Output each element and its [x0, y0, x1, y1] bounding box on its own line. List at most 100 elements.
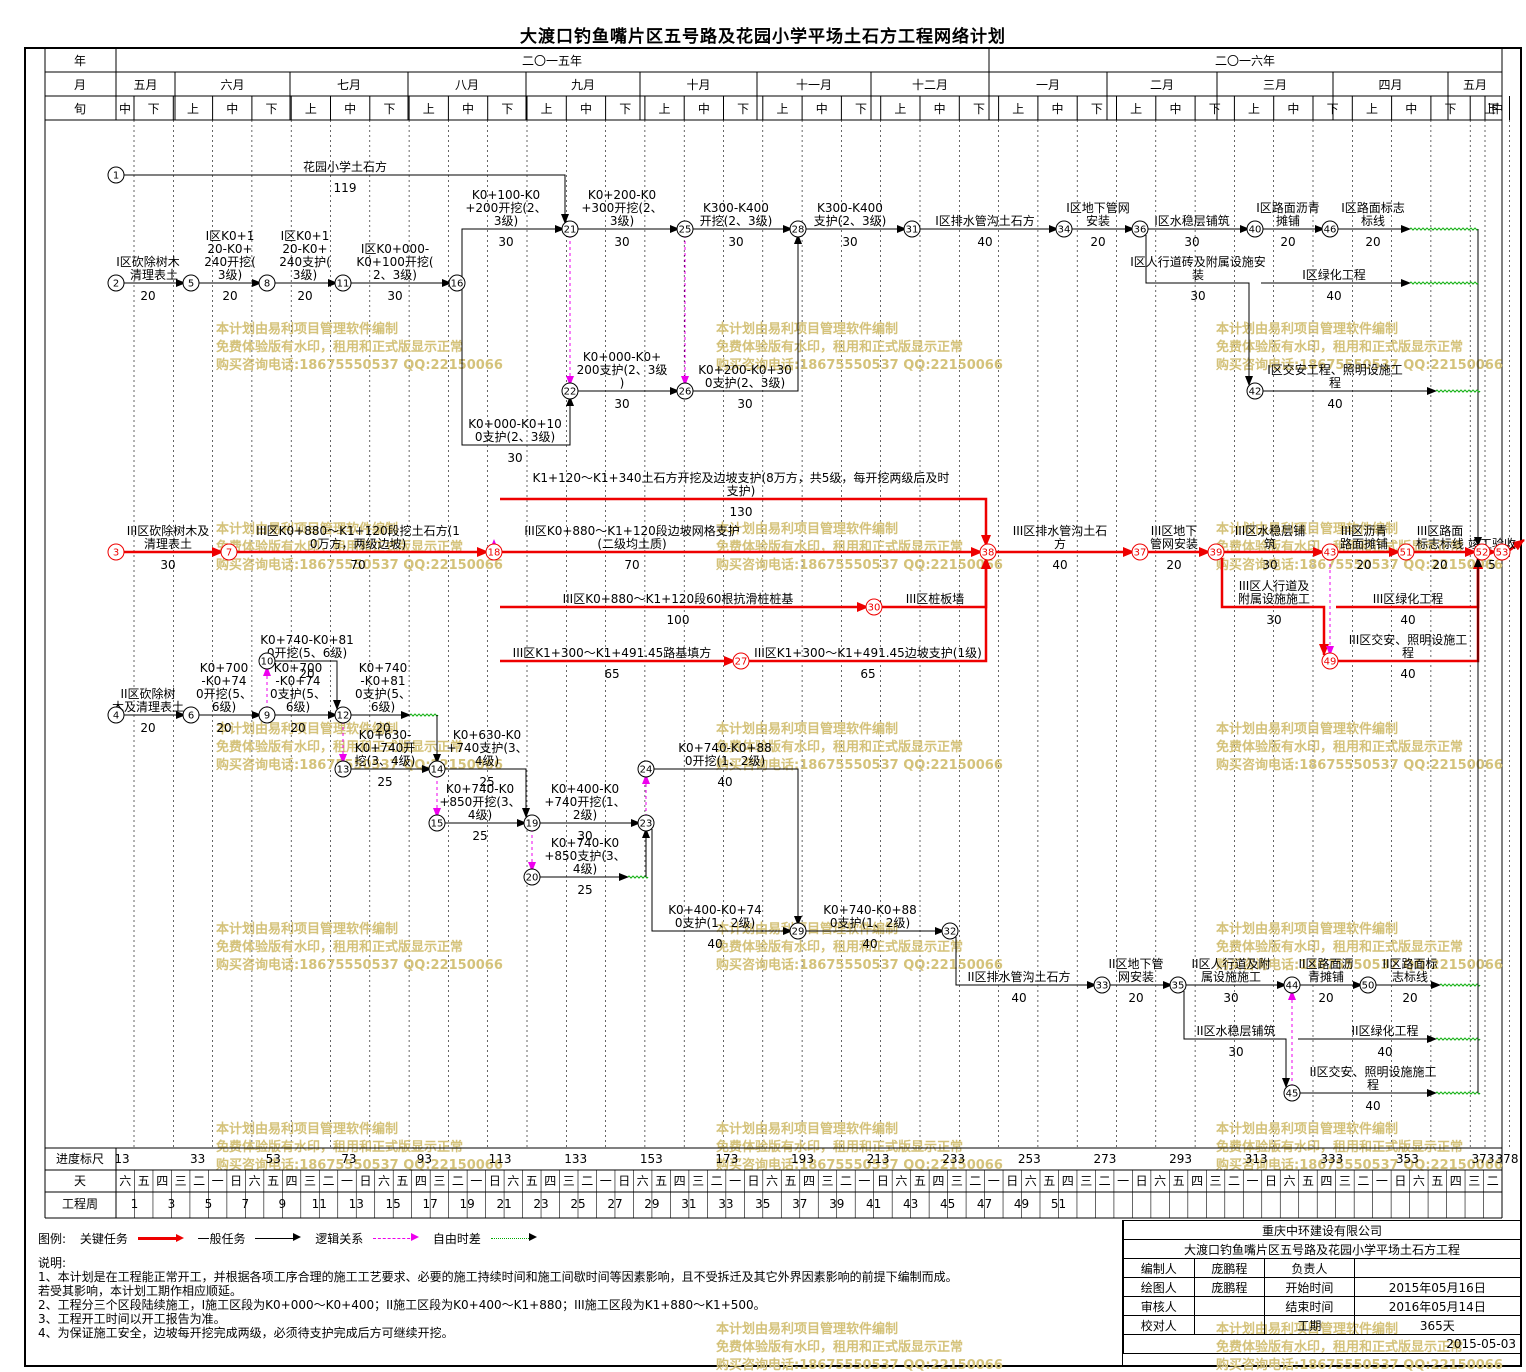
task-duration: 20 — [1128, 991, 1143, 1005]
day-label: 三 — [951, 1174, 963, 1188]
day-label: 四 — [1062, 1174, 1074, 1188]
xun-label: 下 — [1327, 102, 1339, 116]
task-label: II区砍除树 — [120, 686, 175, 701]
legend-critical-line — [137, 1234, 184, 1242]
xun-label: 上 — [776, 102, 788, 116]
issue-date: 2015-05-03 — [1123, 1334, 1521, 1354]
xun-label: 上 — [541, 102, 553, 116]
event-node — [485, 543, 503, 561]
task-duration: 20 — [1402, 991, 1417, 1005]
task-duration: 40 — [717, 775, 732, 789]
day-label: 日 — [748, 1174, 760, 1188]
event-node-number: 44 — [1286, 981, 1299, 992]
week-label: 41 — [866, 1197, 881, 1211]
xun-label: 下 — [1445, 102, 1457, 116]
event-node-number: 20 — [526, 873, 539, 884]
float-wave — [1435, 389, 1481, 393]
task-label: I区K0+1 — [206, 229, 255, 243]
timescale-grid — [133, 120, 1510, 1148]
watermark-line: 免费体验版有水印，租用和正式版显示正常 — [716, 739, 963, 755]
watermark-line: 本计划由易利项目管理软件编制 — [216, 321, 398, 337]
progress-tick: 53 — [266, 1152, 281, 1166]
task-label: III区K0+880～K1+120段60根抗滑桩桩基 — [563, 591, 794, 606]
float-wave — [1435, 1091, 1481, 1095]
watermark-line: 本计划由易利项目管理软件编制 — [1216, 521, 1398, 537]
watermark-line: 购买咨询电话:18675550537 QQ:22150066 — [216, 357, 503, 373]
task-label: K0+630-K0 — [453, 728, 521, 742]
day-label: 三 — [175, 1174, 187, 1188]
event-node-number: 52 — [1476, 548, 1489, 559]
task-label: III区绿化工程 — [1373, 591, 1444, 606]
event-node — [1207, 543, 1225, 561]
event-node — [1397, 543, 1415, 561]
event-node-number: 30 — [868, 603, 881, 614]
legend-normal-label: 一般任务 — [197, 1232, 246, 1246]
event-node — [1493, 543, 1511, 561]
week-label: 39 — [829, 1197, 844, 1211]
watermark-line: 免费体验版有水印，租用和正式版显示正常 — [1216, 339, 1463, 355]
task-duration: 20 — [1280, 235, 1295, 249]
day-label: 日 — [230, 1174, 242, 1188]
task-label: 3级) — [494, 214, 518, 228]
event-node — [523, 868, 541, 886]
task-label: 安装 — [1086, 213, 1110, 228]
task-label: K0+740开 — [355, 741, 415, 755]
day-label: 四 — [415, 1174, 427, 1188]
activity-arrow — [955, 937, 1097, 989]
task-label: III区排水管沟土石 — [1013, 523, 1108, 538]
task-duration: 30 — [160, 558, 175, 572]
task-label: 0开挖(5、6级) — [267, 645, 347, 660]
task-duration: 20 — [297, 289, 312, 303]
activity-arrow — [500, 497, 991, 547]
event-node-number: 37 — [1134, 548, 1147, 559]
watermark-line: 购买咨询电话:18675550537 QQ:22150066 — [716, 1357, 1003, 1372]
event-node-number: 49 — [1324, 657, 1337, 668]
event-node-number: 51 — [1400, 548, 1413, 559]
legend-critical-label: 关键任务 — [79, 1232, 128, 1246]
task-label: 花园小学土石方 — [303, 159, 387, 174]
day-label: 五 — [138, 1174, 150, 1188]
task-duration: 40 — [862, 937, 877, 951]
day-label: 三 — [433, 1174, 445, 1188]
day-label: 二 — [452, 1174, 464, 1188]
progress-tick: 153 — [640, 1152, 663, 1166]
task-label: 0支护(2、3级) — [705, 376, 785, 390]
xun-label: 上 — [187, 102, 199, 116]
event-node-number: 4 — [113, 711, 119, 722]
day-label: 日 — [1136, 1174, 1148, 1188]
watermark-line: 免费体验版有水印，租用和正式版显示正常 — [216, 339, 463, 355]
notes-heading: 说明: — [38, 1256, 67, 1270]
day-label: 五 — [1173, 1174, 1185, 1188]
day-label: 一 — [341, 1174, 353, 1188]
task-label: 240开挖( — [204, 254, 256, 269]
task-label: (二级均土质) — [597, 537, 666, 551]
week-label: 19 — [459, 1197, 474, 1211]
task-label: 20-K0+ — [282, 242, 327, 256]
legend-logic-line — [373, 1233, 420, 1241]
event-node-number: 26 — [679, 387, 692, 398]
task-label: I区K0+1 — [281, 229, 330, 243]
legend-normal-line — [255, 1233, 302, 1241]
task-label: II区交安、照明设施施工 — [1309, 1064, 1436, 1079]
day-label: 二 — [711, 1174, 723, 1188]
task-duration: 30 — [1190, 289, 1205, 303]
month-label: 一月 — [1036, 78, 1060, 92]
day-label: 一 — [212, 1174, 224, 1188]
task-label: 程 — [1367, 1077, 1379, 1092]
week-label: 35 — [755, 1197, 770, 1211]
task-duration: 30 — [1228, 1045, 1243, 1059]
progress-tick: 273 — [1093, 1152, 1116, 1166]
progress-tick: 13 — [114, 1152, 129, 1166]
task-duration: 40 — [1011, 991, 1026, 1005]
task-label: 属设施施工 — [1201, 970, 1261, 984]
watermark-line: 本计划由易利项目管理软件编制 — [716, 921, 898, 937]
day-label: 二 — [193, 1174, 205, 1188]
task-duration: 40 — [1400, 667, 1415, 681]
task-duration: 30 — [507, 451, 522, 465]
week-label: 51 — [1051, 1197, 1066, 1211]
day-label: 五 — [914, 1174, 926, 1188]
progress-tick: 293 — [1169, 1152, 1192, 1166]
info-cell — [1353, 1258, 1522, 1278]
event-node — [1169, 976, 1187, 994]
task-label: 网安装 — [1118, 969, 1154, 984]
